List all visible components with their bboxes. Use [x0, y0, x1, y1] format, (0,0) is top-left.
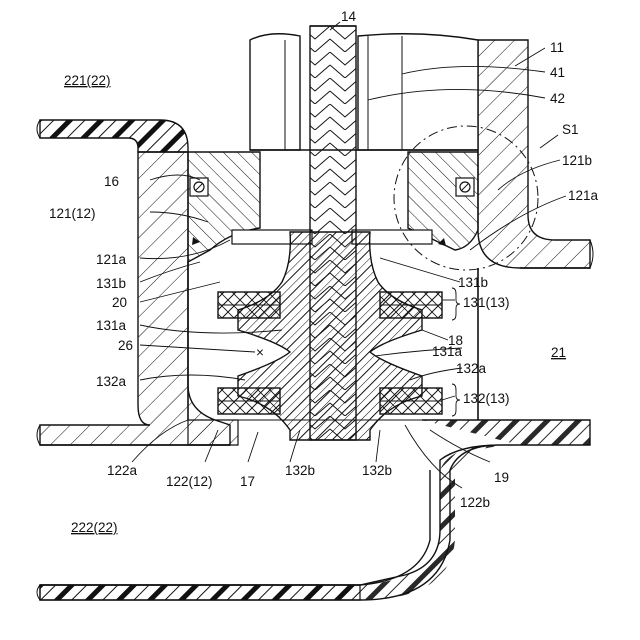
label-26: 26: [118, 338, 133, 353]
label-221-22: 221(22): [64, 73, 111, 88]
space-26-marker: ×: [256, 345, 264, 360]
label-131b-left: 131b: [96, 276, 126, 291]
label-17: 17: [240, 474, 255, 489]
label-132a-left: 132a: [96, 374, 127, 389]
label-131b-right: 131b: [458, 275, 488, 290]
label-11: 11: [550, 40, 564, 55]
label-20: 20: [112, 295, 127, 310]
label-121b: 121b: [562, 153, 592, 168]
label-16: 16: [104, 174, 119, 189]
label-14: 14: [341, 9, 357, 24]
lower-seat: [40, 420, 590, 600]
central-stem: [310, 26, 356, 440]
label-121-12: 121(12): [49, 206, 96, 221]
label-132b-right: 132b: [362, 463, 392, 478]
label-222-22: 222(22): [71, 520, 118, 535]
label-132a-right: 132a: [456, 361, 487, 376]
label-19: 19: [494, 470, 509, 485]
label-121a-left: 121a: [96, 252, 127, 267]
label-41: 41: [550, 65, 565, 80]
label-122-12: 122(12): [166, 474, 213, 489]
label-132-13: 132(13): [463, 391, 510, 406]
label-s1: S1: [562, 122, 579, 137]
label-122b: 122b: [460, 495, 490, 510]
lower-pipe-wall: [37, 425, 430, 600]
label-131-13: 131(13): [463, 295, 510, 310]
label-122a: 122a: [107, 463, 138, 478]
label-132b-left: 132b: [285, 463, 315, 478]
label-42: 42: [550, 91, 565, 106]
label-131a-right: 131a: [432, 344, 463, 359]
label-131a-left: 131a: [96, 318, 127, 333]
label-21: 21: [551, 345, 566, 360]
stem-sleeves: [250, 34, 478, 150]
label-121a-right: 121a: [568, 188, 599, 203]
